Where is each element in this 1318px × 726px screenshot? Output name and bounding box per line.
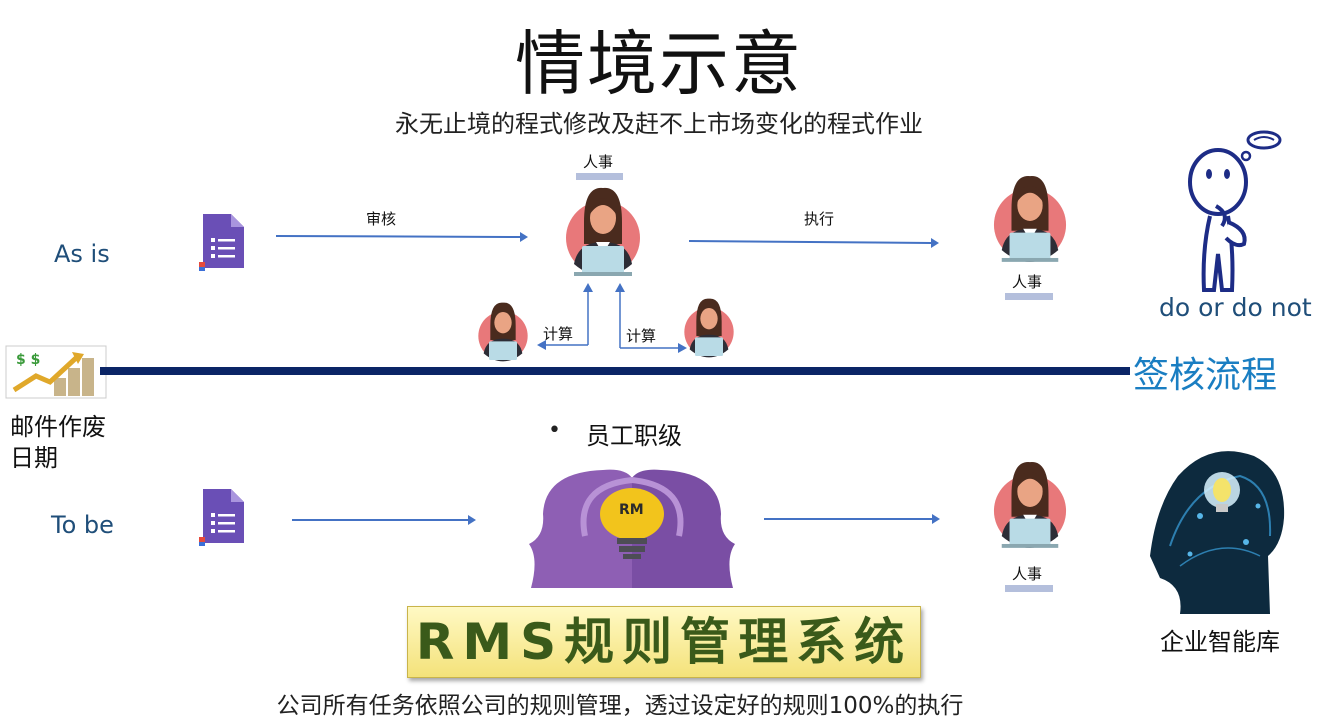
calc-connector-right <box>615 283 687 353</box>
svg-text:$ $: $ $ <box>16 352 40 368</box>
bottom-note: 公司所有任务依照公司的规则管理，透过设定好的规则100%的执行 <box>276 693 964 719</box>
hr-top-label: 人事 <box>583 153 614 171</box>
hr-right-label: 人事 <box>1012 273 1043 291</box>
to-be-output-arrow <box>764 514 940 524</box>
left-note-line2: 日期 <box>10 444 58 472</box>
form-icon <box>199 489 244 546</box>
review-label: 审核 <box>366 210 397 228</box>
hr-avatar <box>566 187 640 276</box>
thinking-person-icon <box>1188 130 1282 292</box>
hr-avatar-right <box>993 176 1067 262</box>
calc-avatar-right <box>684 298 734 358</box>
left-note-line1: 邮件作废 <box>10 413 106 441</box>
calc-connector-left <box>537 283 593 350</box>
calc-right-label: 计算 <box>626 327 657 345</box>
thinker-caption: do or do not <box>1159 293 1312 322</box>
bullet-text: 员工职级 <box>586 422 682 450</box>
execute-arrow <box>688 238 939 248</box>
as-is-label: As is <box>54 240 110 268</box>
hr-top-underline <box>576 173 623 180</box>
enterprise-caption: 企业智能库 <box>1160 628 1280 656</box>
rms-title-box: RMS规则管理系统 <box>407 606 921 678</box>
calc-left-label: 计算 <box>543 325 574 343</box>
page-subtitle: 永无止境的程式修改及赶不上市场变化的程式作业 <box>395 110 923 138</box>
page-title: 情境示意 <box>515 23 803 105</box>
rm-brain-icon <box>529 469 735 588</box>
ai-head-icon <box>1150 451 1285 614</box>
to-be-input-arrow <box>292 515 476 525</box>
hr-to-be-label: 人事 <box>1012 565 1043 583</box>
process-divider <box>100 367 1130 375</box>
calc-avatar-left <box>478 302 528 362</box>
hr-avatar-to-be <box>993 462 1067 548</box>
execute-label: 执行 <box>804 210 835 228</box>
hr-right-underline <box>1005 293 1053 300</box>
hr-to-be-underline <box>1005 585 1053 592</box>
bullet-dot: • <box>548 418 561 443</box>
money-growth-icon: $ $ <box>5 345 107 399</box>
to-be-label: To be <box>51 511 114 539</box>
approval-flow-title: 签核流程 <box>1133 355 1278 396</box>
form-icon <box>199 214 244 271</box>
rm-badge: RM <box>619 502 644 518</box>
review-arrow <box>275 232 528 242</box>
